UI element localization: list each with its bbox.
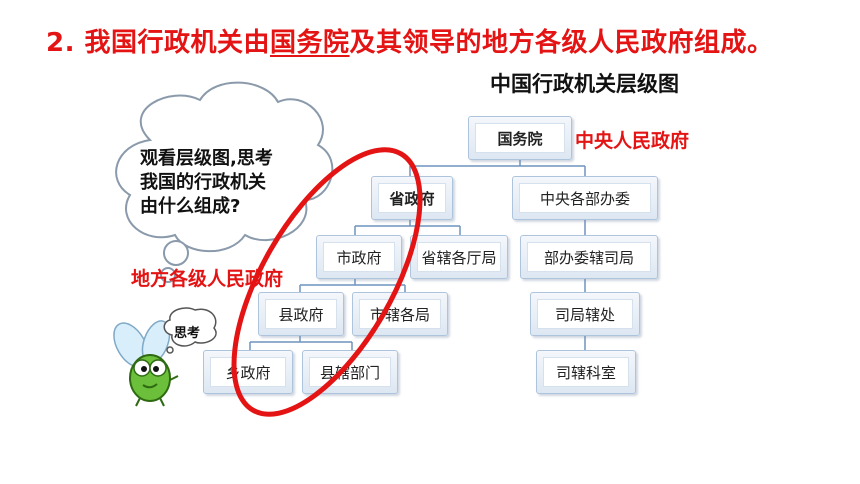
node-county-depts: 县辖部门 <box>302 350 398 394</box>
thought-line-3: 由什么组成? <box>140 196 241 217</box>
node-division-sections: 司辖科室 <box>536 350 636 394</box>
label-central-government: 中央人民政府 <box>575 130 690 152</box>
node-province-depts: 省辖各厅局 <box>410 235 508 279</box>
node-city-bureaus: 市辖各局 <box>352 292 448 336</box>
node-city-gov: 市政府 <box>316 235 402 279</box>
thought-line-1: 观看层级图,思考 <box>140 148 273 169</box>
diagram-title: 中国行政机关层级图 <box>490 72 679 96</box>
node-county-gov-label: 县政府 <box>265 299 337 329</box>
node-county-depts-label: 县辖部门 <box>309 357 391 387</box>
node-bureau-divisions: 司局辖处 <box>530 292 640 336</box>
node-division-sections-label: 司辖科室 <box>543 357 629 387</box>
node-township-gov-label: 乡政府 <box>210 357 286 387</box>
node-state-council-label: 国务院 <box>475 123 565 153</box>
fly-speech-bubble <box>163 307 217 354</box>
heading-underlined: 国务院 <box>270 28 350 58</box>
node-province-depts-label: 省辖各厅局 <box>417 242 501 272</box>
fly-bubble-text: 思考 <box>174 326 201 341</box>
page-heading: 2. 我国行政机关由国务院及其领导的地方各级人民政府组成。 <box>46 22 774 59</box>
node-provincial-gov: 省政府 <box>371 176 453 220</box>
heading-suffix: 及其领导的地方各级人民政府组成。 <box>349 28 774 58</box>
node-city-gov-label: 市政府 <box>323 242 395 272</box>
node-township-gov: 乡政府 <box>203 350 293 394</box>
node-city-bureaus-label: 市辖各局 <box>359 299 441 329</box>
node-central-ministries-label: 中央各部办委 <box>519 183 651 213</box>
node-provincial-gov-label: 省政府 <box>378 183 446 213</box>
node-county-gov: 县政府 <box>258 292 344 336</box>
node-state-council: 国务院 <box>468 116 572 160</box>
label-local-governments: 地方各级人民政府 <box>131 268 284 290</box>
node-central-ministries: 中央各部办委 <box>512 176 658 220</box>
cartoon-fly-icon <box>113 320 179 407</box>
thought-bubble-text: 观看层级图,思考 我国的行政机关 由什么组成? <box>140 147 305 219</box>
heading-prefix: 2. 我国行政机关由 <box>46 28 271 58</box>
node-bureau-divisions-label: 司局辖处 <box>537 299 633 329</box>
thought-line-2: 我国的行政机关 <box>140 172 266 193</box>
node-ministry-bureaus: 部办委辖司局 <box>520 235 658 279</box>
node-ministry-bureaus-label: 部办委辖司局 <box>527 242 651 272</box>
